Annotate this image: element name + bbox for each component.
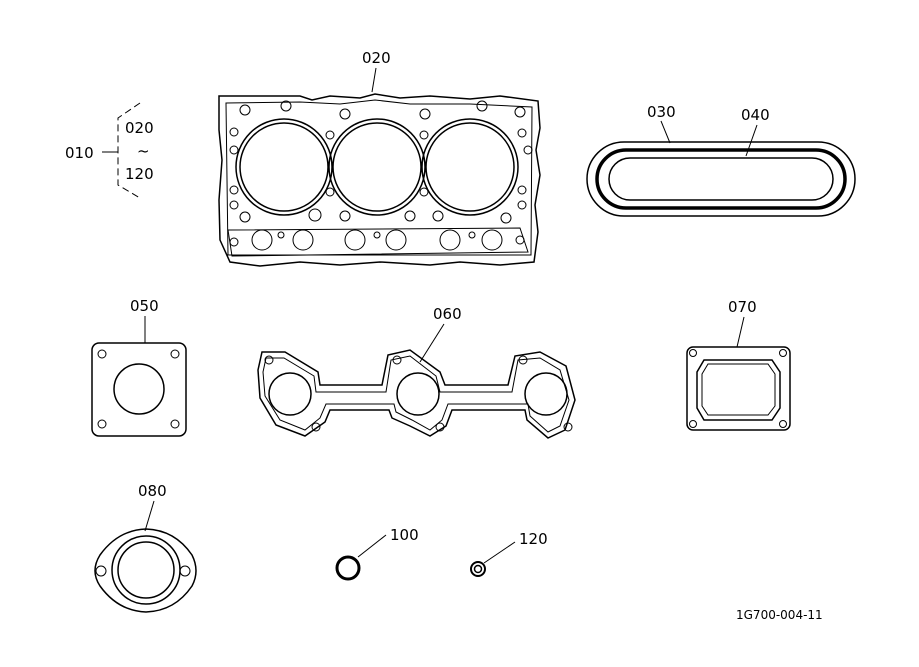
kit-range-separator: ~ <box>137 142 150 160</box>
exhaust-manifold-gasket-outline <box>257 349 576 439</box>
two-bolt-flange-gasket-number: 080 <box>138 482 167 500</box>
inner-ring-gasket <box>608 157 834 201</box>
cylinder-bore-1-outer <box>235 118 333 216</box>
cylinder-head-gasket-outline <box>218 93 541 267</box>
two-bolt-flange-bolt-hole <box>95 565 107 577</box>
manifold-bolt-hole <box>563 422 573 432</box>
outer-ring-gasket <box>595 148 847 210</box>
small-washer-outer <box>470 561 486 577</box>
exhaust-manifold-gasket-number: 060 <box>433 305 462 323</box>
manifold-bolt-hole <box>518 355 528 365</box>
inner-ring-gasket-leader <box>745 124 758 157</box>
two-bolt-flange-bolt-hole <box>179 565 191 577</box>
small-washer-leader <box>483 541 516 564</box>
o-ring-shape <box>335 555 361 581</box>
o-ring-number: 100 <box>390 526 419 544</box>
square-flange-bolt-hole <box>97 349 107 359</box>
cylinder-bore-1 <box>239 122 329 212</box>
outer-ring-gasket-outline <box>586 141 856 217</box>
small-washer-number: 120 <box>519 530 548 548</box>
two-bolt-flange-bead <box>111 535 181 605</box>
cylinder-bore-2-outer <box>328 118 426 216</box>
water-passage-strip <box>227 227 529 257</box>
square-flange-gasket-port <box>113 363 165 415</box>
two-bolt-flange-port <box>117 541 175 599</box>
bolt-holes <box>229 100 533 224</box>
outer-ring-gasket-number: 030 <box>647 103 676 121</box>
kit-range-to-label: 120 <box>125 165 154 183</box>
exhaust-port-3 <box>524 372 568 416</box>
cover-gasket-bead <box>701 363 776 416</box>
water-passage-holes <box>229 229 525 251</box>
ring-gasket-assembly[interactable]: 030 040 <box>586 103 856 217</box>
kit-range-callout: 010 020 ~ 120 <box>65 102 154 199</box>
exhaust-manifold-gasket-inner <box>262 355 570 433</box>
manifold-bolt-hole <box>264 355 274 365</box>
small-washer-inner <box>473 564 483 574</box>
square-flange-gasket-number: 050 <box>130 297 159 315</box>
manifold-bolt-hole <box>392 355 402 365</box>
cylinder-head-gasket[interactable]: 020 <box>218 49 541 267</box>
cover-gasket-bolt-hole <box>689 349 697 357</box>
inner-ring-gasket-number: 040 <box>741 106 770 124</box>
cover-gasket-number: 070 <box>728 298 757 316</box>
square-flange-gasket[interactable]: 050 <box>91 297 187 437</box>
cover-gasket-bolt-hole <box>779 420 787 428</box>
square-flange-bolt-hole <box>170 419 180 429</box>
kit-number-label: 010 <box>65 144 94 162</box>
cylinder-head-gasket-number: 020 <box>362 49 391 67</box>
cover-gasket-leader <box>736 316 745 348</box>
exhaust-port-2 <box>396 372 440 416</box>
cylinder-bore-2 <box>332 122 422 212</box>
cylinder-bore-3-outer <box>421 118 519 216</box>
cover-gasket-outline <box>686 346 791 431</box>
cylinder-bore-3 <box>425 122 515 212</box>
cover-gasket-bolt-hole <box>779 349 787 357</box>
cylinder-head-gasket-leader <box>371 67 377 93</box>
outer-ring-gasket-leader <box>660 120 671 144</box>
manifold-bolt-hole <box>311 422 321 432</box>
manifold-bolt-hole <box>435 422 445 432</box>
exhaust-port-1 <box>268 372 312 416</box>
exhaust-manifold-gasket-leader <box>419 323 445 363</box>
square-flange-bolt-hole <box>170 349 180 359</box>
exhaust-manifold-gasket[interactable]: 060 <box>257 305 576 439</box>
two-bolt-flange-gasket-leader <box>144 500 155 532</box>
cylinder-head-gasket-inner-outline <box>225 99 533 256</box>
square-flange-bolt-hole <box>97 419 107 429</box>
o-ring-leader <box>357 534 387 558</box>
square-flange-gasket-outline <box>91 342 187 437</box>
o-ring[interactable]: 100 <box>335 526 419 581</box>
cover-gasket[interactable]: 070 <box>686 298 791 431</box>
kit-bracket <box>117 102 141 199</box>
two-bolt-flange-gasket-outline <box>94 528 197 613</box>
cover-gasket-opening <box>696 359 781 421</box>
small-washer[interactable]: 120 <box>470 530 548 577</box>
cover-gasket-bolt-hole <box>689 420 697 428</box>
kit-range-from-label: 020 <box>125 119 154 137</box>
two-bolt-flange-gasket[interactable]: 080 <box>94 482 197 613</box>
diagram-reference-code: 1G700-004-11 <box>736 608 823 622</box>
